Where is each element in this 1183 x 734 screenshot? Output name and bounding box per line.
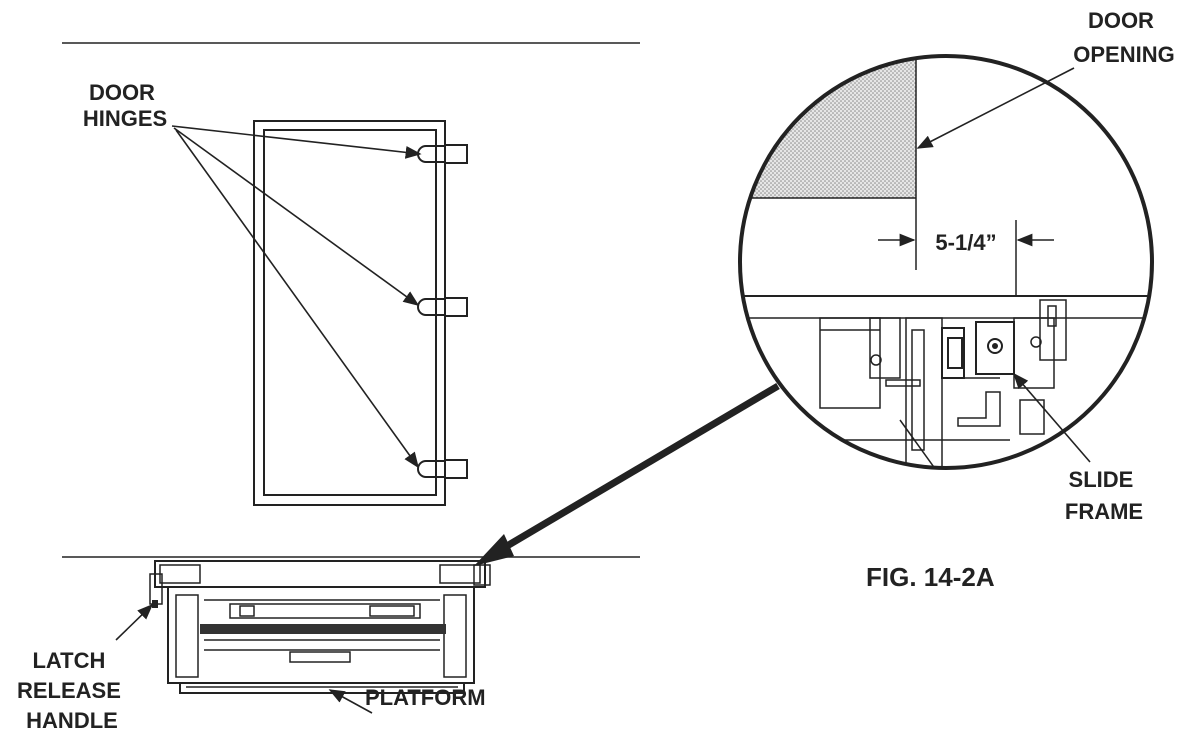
- platform-roller-bar: [200, 624, 446, 634]
- door-hinges-leaders: [171, 125, 422, 469]
- slide-mechanism: [819, 299, 1067, 468]
- latch-release-handle-label: LATCH RELEASE HANDLE: [17, 648, 127, 733]
- door-opening-label: DOOR OPENING: [1073, 8, 1174, 67]
- latch-release-leader: [115, 603, 154, 641]
- door: [253, 120, 446, 506]
- lift-platform-assembly: [149, 560, 491, 694]
- platform-label: PLATFORM: [365, 685, 486, 710]
- door-hinge-middle: [417, 297, 468, 317]
- platform-leader: [328, 689, 373, 714]
- slide-frame-label: SLIDE FRAME: [1065, 467, 1143, 524]
- detail-pointer-arrow: [474, 382, 780, 566]
- detail-view-circle: [738, 54, 1154, 470]
- door-opening-leader: [916, 67, 1075, 149]
- door-hinges-label: DOOR HINGES: [83, 80, 167, 131]
- slide-frame-leader: [1012, 372, 1091, 463]
- door-hinge-bottom: [417, 459, 468, 479]
- dimension-label: 5-1/4”: [935, 230, 996, 255]
- door-hinge-top: [417, 144, 468, 164]
- figure-caption: FIG. 14-2A: [866, 562, 995, 592]
